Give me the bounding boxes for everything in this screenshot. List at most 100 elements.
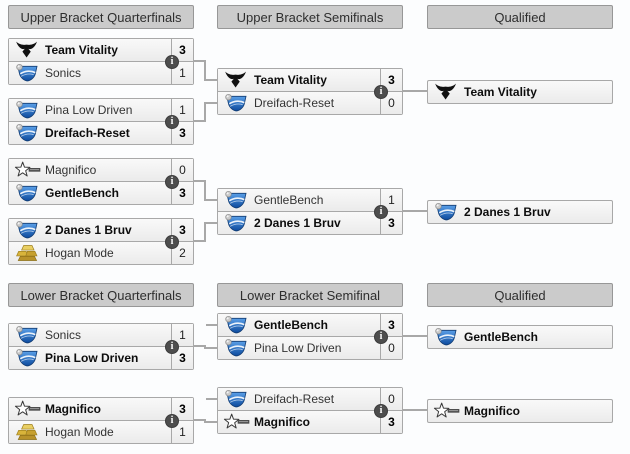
team-name[interactable]: 2 Danes 1 Bruv — [464, 205, 551, 219]
bracket-connector — [204, 60, 206, 81]
team-name[interactable]: Magnifico — [464, 404, 520, 418]
rocket-league-logo-icon — [428, 201, 464, 223]
team-row[interactable]: Pina Low Driven 1 — [9, 99, 193, 121]
team-name[interactable]: Hogan Mode — [45, 425, 114, 439]
team-name[interactable]: Dreifach-Reset — [254, 392, 335, 406]
bracket-connector — [194, 240, 206, 242]
match-info-icon[interactable]: i — [165, 55, 179, 69]
bracket-connector — [403, 90, 427, 92]
magnifico-star-logo-icon — [9, 159, 45, 181]
team-name[interactable]: Pina Low Driven — [254, 341, 342, 355]
team-name[interactable]: Team Vitality — [254, 73, 327, 87]
rocket-league-logo-icon — [218, 337, 254, 359]
qualified-team-q_lb2[interactable]: Magnifico — [427, 399, 613, 423]
team-score: 3 — [171, 398, 193, 420]
team-name[interactable]: Magnifico — [45, 402, 101, 416]
team-score: 0 — [171, 159, 193, 181]
team-row[interactable]: Dreifach-Reset 0 — [218, 92, 402, 114]
team-name[interactable]: Sonics — [45, 66, 82, 80]
team-row[interactable]: Magnifico 3 — [9, 398, 193, 420]
rocket-league-logo-icon — [9, 324, 45, 346]
match-info-icon[interactable]: i — [165, 235, 179, 249]
qualified-team-q_ub2[interactable]: 2 Danes 1 Bruv — [427, 200, 613, 224]
magnifico-star-logo-icon — [218, 411, 254, 433]
team-name[interactable]: Sonics — [45, 328, 82, 342]
team-name[interactable]: Team Vitality — [45, 43, 118, 57]
bracket-connector — [403, 210, 427, 212]
team-name[interactable]: Hogan Mode — [45, 246, 114, 260]
team-score: 3 — [171, 219, 193, 241]
match-row-divider — [218, 410, 402, 411]
team-score: 3 — [380, 314, 402, 336]
bracket-connector — [194, 180, 206, 182]
match-info-icon[interactable]: i — [165, 414, 179, 428]
gold-bars-logo-icon — [9, 421, 45, 443]
team-name[interactable]: Dreifach-Reset — [254, 96, 335, 110]
rocket-league-logo-icon — [428, 326, 464, 348]
bracket-connector — [194, 120, 206, 122]
match-info-icon[interactable]: i — [374, 330, 388, 344]
team-name[interactable]: Dreifach-Reset — [45, 126, 130, 140]
match-info-icon[interactable]: i — [165, 175, 179, 189]
team-name[interactable]: GentleBench — [254, 193, 324, 207]
team-score: 1 — [171, 62, 193, 84]
team-row[interactable]: Sonics 1 — [9, 62, 193, 84]
bracket-connector — [204, 180, 206, 201]
bracket-connector — [204, 347, 217, 349]
team-name[interactable]: Magnifico — [45, 163, 97, 177]
team-name[interactable]: Pina Low Driven — [45, 351, 139, 365]
rocket-league-logo-icon — [218, 92, 254, 114]
team-name[interactable]: 2 Danes 1 Bruv — [254, 216, 341, 230]
qualified-team-q_ub1[interactable]: Team Vitality — [427, 80, 613, 104]
match-info-icon[interactable]: i — [165, 115, 179, 129]
match-row-divider — [9, 121, 193, 122]
team-score: 1 — [171, 99, 193, 121]
rocket-league-logo-icon — [218, 189, 254, 211]
header-lower-qualified: Qualified — [427, 283, 613, 307]
team-name[interactable]: GentleBench — [45, 186, 120, 200]
match-row-divider — [218, 91, 402, 92]
rocket-league-logo-icon — [218, 314, 254, 336]
bracket-connector — [204, 102, 217, 104]
team-name[interactable]: GentleBench — [254, 318, 329, 332]
match-row-divider — [9, 181, 193, 182]
team-row[interactable]: GentleBench 3 — [218, 314, 402, 336]
vitality-logo-icon — [9, 39, 45, 61]
team-row[interactable]: Magnifico 0 — [9, 159, 193, 181]
match-info-icon[interactable]: i — [374, 85, 388, 99]
match-info-icon[interactable]: i — [374, 404, 388, 418]
team-row[interactable]: Hogan Mode 1 — [9, 421, 193, 443]
match-info-icon[interactable]: i — [165, 340, 179, 354]
team-name[interactable]: GentleBench — [464, 330, 539, 344]
team-row[interactable]: 2 Danes 1 Bruv 3 — [9, 219, 193, 241]
team-score: 1 — [171, 421, 193, 443]
bracket-connector — [206, 324, 217, 326]
team-name[interactable]: Team Vitality — [464, 85, 537, 99]
bracket-connector — [204, 199, 217, 201]
match-info-icon[interactable]: i — [374, 205, 388, 219]
team-name[interactable]: Magnifico — [254, 415, 310, 429]
qualified-team-q_lb1[interactable]: GentleBench — [427, 325, 613, 349]
team-name[interactable]: Pina Low Driven — [45, 103, 133, 117]
team-score: 0 — [380, 92, 402, 114]
magnifico-star-logo-icon — [9, 398, 45, 420]
team-name[interactable]: 2 Danes 1 Bruv — [45, 223, 132, 237]
